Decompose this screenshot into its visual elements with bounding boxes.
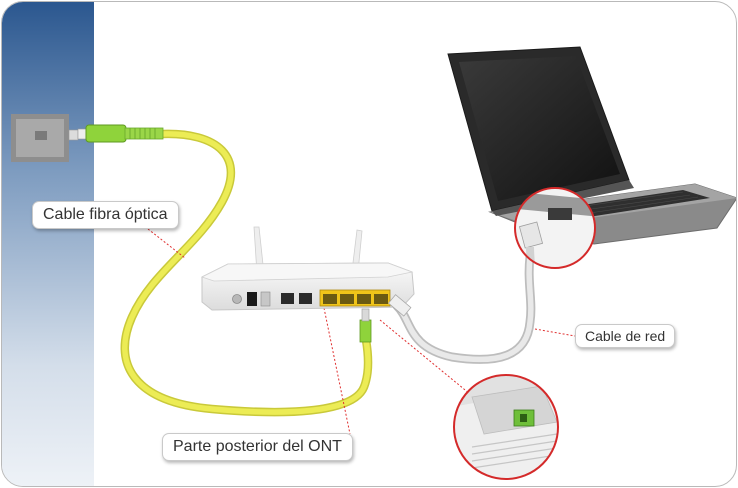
ont-router <box>200 262 415 311</box>
label-ont-back: Parte posterior del ONT <box>162 433 353 461</box>
wall-fiber-socket <box>11 114 79 162</box>
sc-connector-wall <box>77 124 164 143</box>
label-fiber-cable: Cable fibra óptica <box>32 201 179 229</box>
wall <box>2 2 94 486</box>
network-cable <box>392 252 536 364</box>
leader-lines <box>147 228 576 435</box>
rj45-plug-ont <box>387 294 412 317</box>
sc-connector-ont <box>359 308 372 343</box>
zoom-ont-fiber-port <box>453 374 559 480</box>
label-network-cable: Cable de red <box>575 324 676 348</box>
